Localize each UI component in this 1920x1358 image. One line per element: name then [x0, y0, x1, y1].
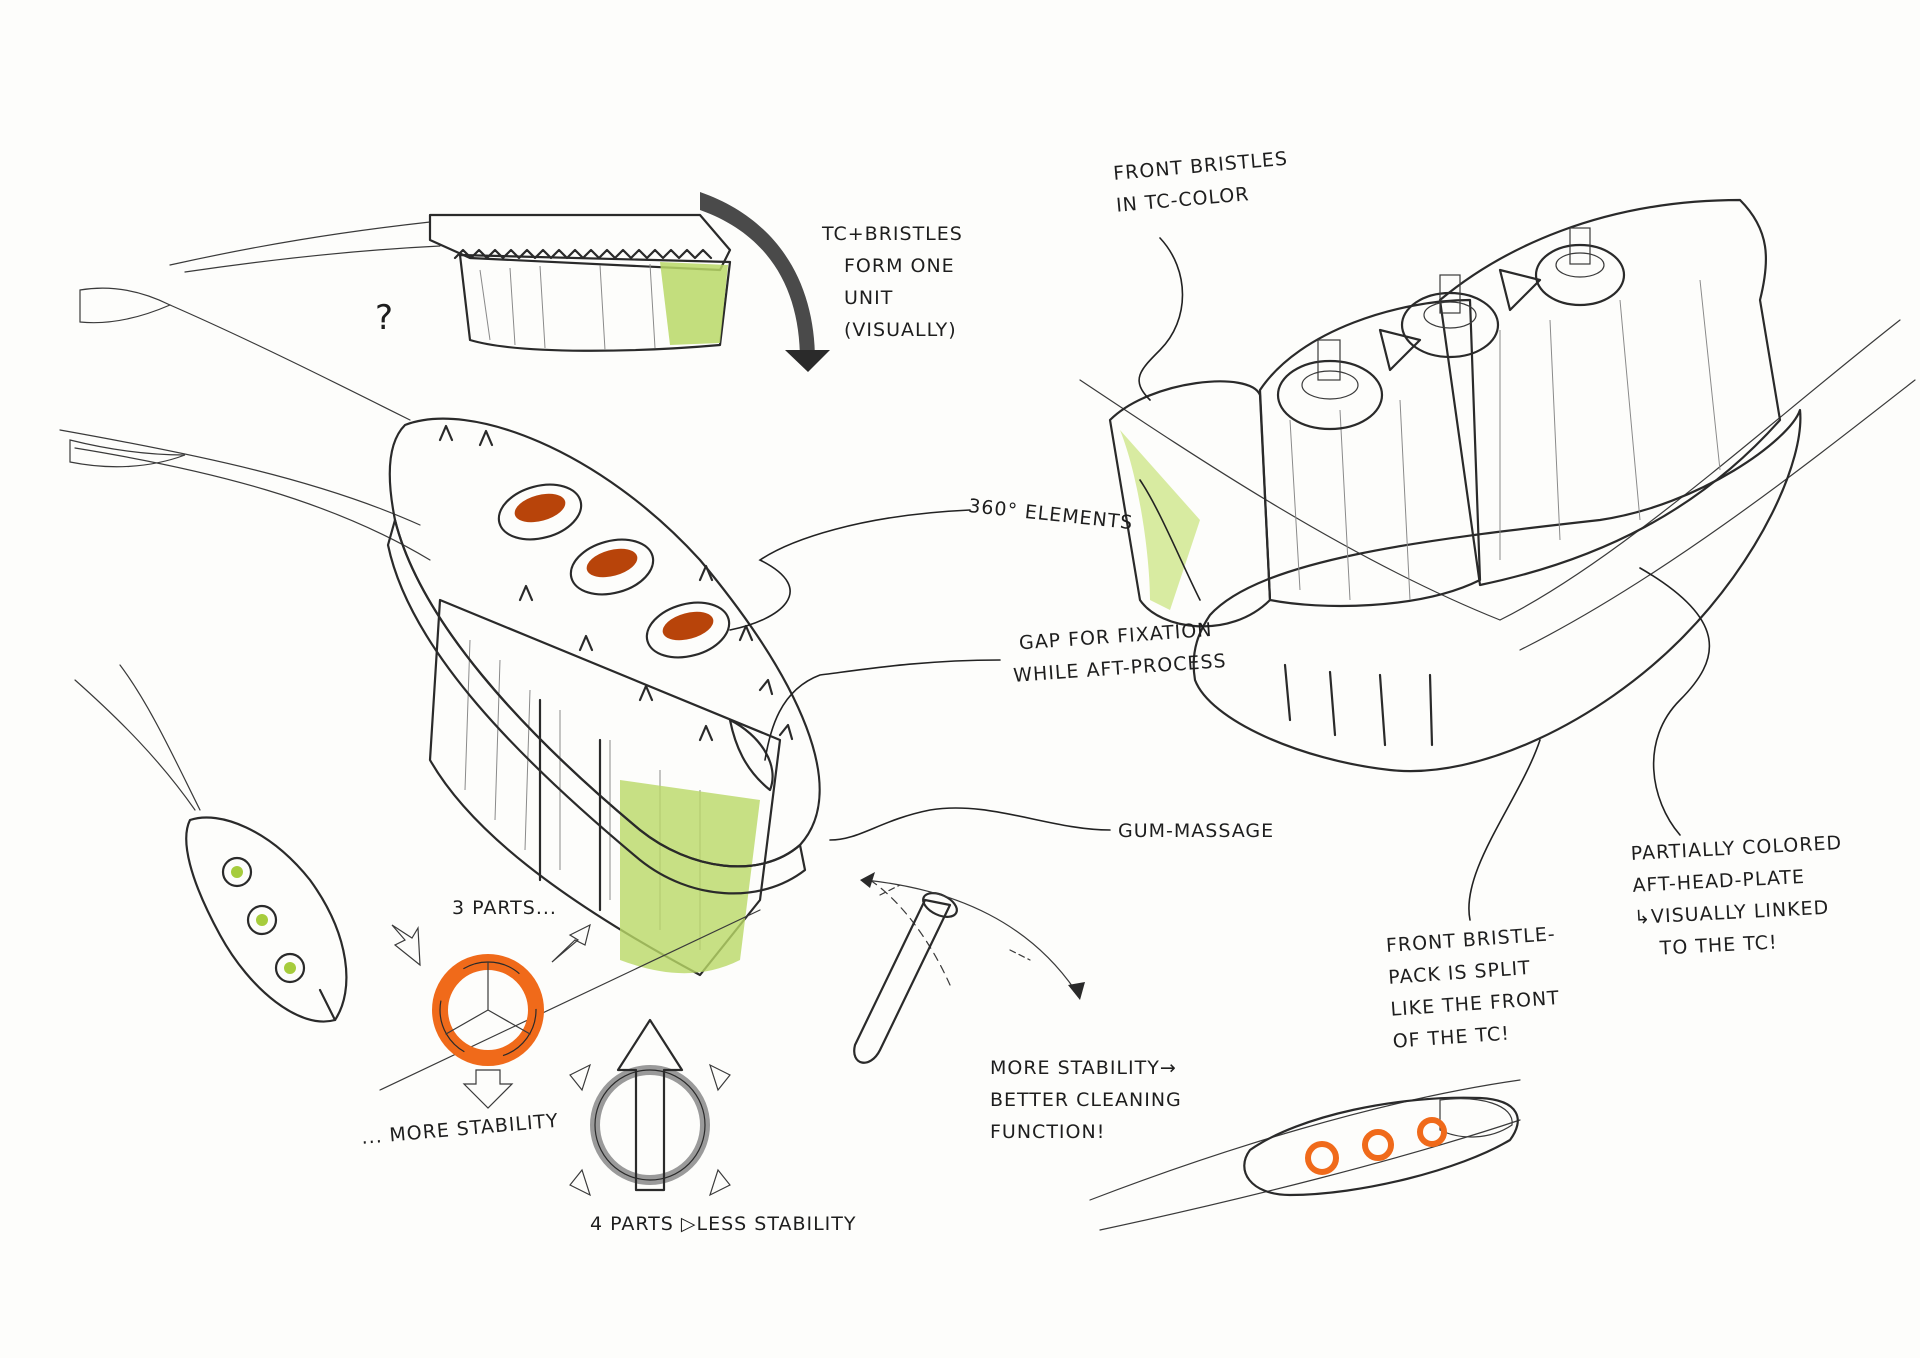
main-brush-head-sketch [59, 417, 821, 977]
rotating-element-icon [853, 872, 1085, 1064]
annotation-line: MORE STABILITY→ [990, 1057, 1177, 1079]
annotation-front-bristle-pack: FRONT BRISTLE- PACK IS SPLIT LIKE THE FR… [1385, 918, 1563, 1058]
annotation-question: ? [375, 298, 395, 338]
four-part-ring-icon [569, 1018, 731, 1197]
annotation-partially-colored: PARTIALLY COLORED AFT-HEAD-PLATE ↳VISUAL… [1630, 827, 1848, 966]
annotation-line: UNIT [844, 287, 894, 309]
three-part-ring-icon [379, 909, 761, 1109]
side-view-head-sketch [74, 664, 348, 1023]
annotation-four-parts: 4 PARTS ▷LESS STABILITY [590, 1213, 857, 1235]
annotation-gum-massage: GUM-MASSAGE [1118, 820, 1275, 842]
top-bristle-head-sketch [79, 192, 830, 421]
annotation-tc-bristles: TC+BRISTLES FORM ONE UNIT (VISUALLY) [822, 218, 963, 346]
orange-element-2 [569, 538, 655, 596]
annotation-line: (VISUALLY) [844, 319, 957, 341]
annotation-line: FUNCTION! [990, 1121, 1106, 1143]
annotation-three-parts: 3 PARTS... [452, 897, 557, 919]
leader-lines [729, 237, 1711, 921]
annotation-line: BETTER CLEANING [990, 1089, 1182, 1111]
annotation-line: TC+BRISTLES [822, 223, 963, 245]
orange-element-1 [497, 483, 583, 541]
bottom-view-head-sketch [1089, 1079, 1521, 1231]
orange-element-3 [645, 601, 731, 659]
annotation-line: FORM ONE [844, 255, 955, 277]
annotation-more-stability-cleaning: MORE STABILITY→ BETTER CLEANING FUNCTION… [990, 1052, 1182, 1148]
perspective-head-sketch [1079, 198, 1916, 773]
